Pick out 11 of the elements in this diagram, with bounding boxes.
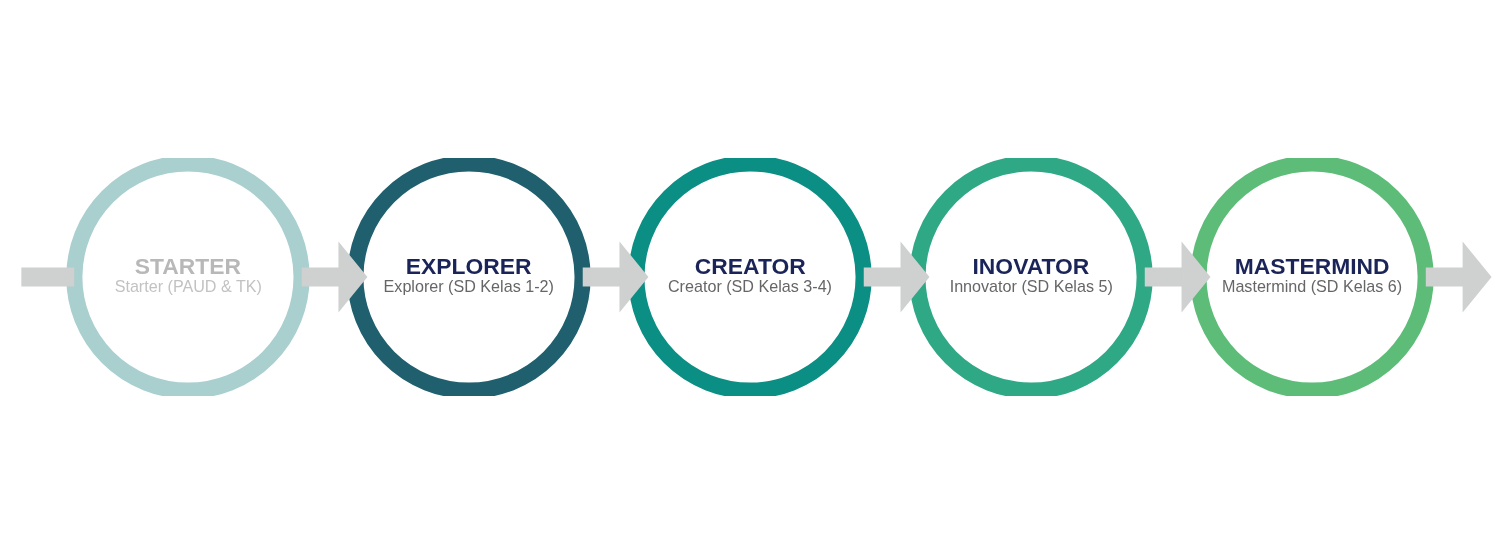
arrow [863,241,930,313]
arrow [1144,241,1211,313]
node-circle: CREATOR Creator (SD Kelas 3-4) [628,158,872,396]
arrow [1425,241,1492,313]
node-circle: STARTER Starter (PAUD & TK) [66,158,310,396]
node-circle: INOVATOR Innovator (SD Kelas 5) [909,158,1153,396]
connector [21,267,75,287]
arrow [582,241,649,313]
arrow [301,241,368,313]
node-circle: EXPLORER Explorer (SD Kelas 1-2) [347,158,591,396]
node-circle: MASTERMIND Mastermind (SD Kelas 6) [1190,158,1434,396]
